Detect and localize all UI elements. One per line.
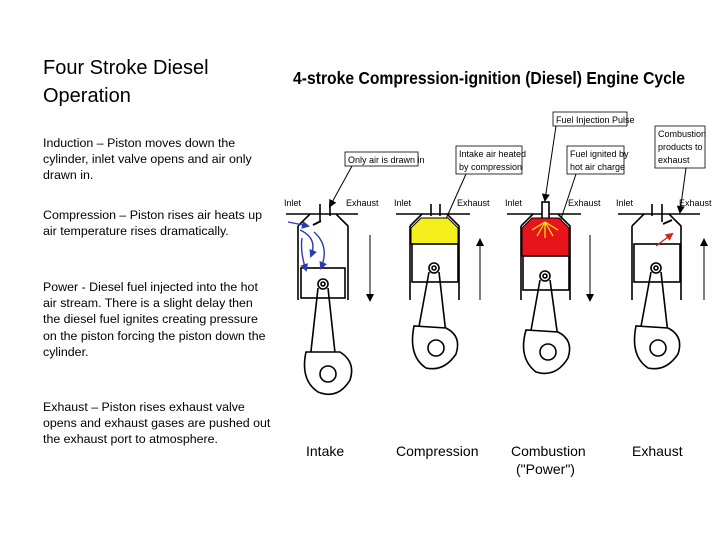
combustion-label-2: products to (658, 142, 703, 152)
stage-combustion-label: Combustion (511, 443, 586, 459)
intake-engine (286, 204, 358, 396)
combustion-engine (507, 201, 581, 375)
exhaust-label-1: Exhaust (346, 198, 379, 208)
only-air-arrow (329, 165, 353, 208)
exhaust-gas-arrow (655, 232, 674, 247)
inlet-label-3: Inlet (505, 198, 523, 208)
slide-title: Four Stroke Diesel Operation (43, 57, 209, 107)
compression-text: Compression – Piston rises air heats up … (43, 208, 263, 239)
exhaust-engine (618, 204, 700, 370)
intake-heated-label-1: Intake air heated (459, 149, 526, 159)
inlet-label-4: Inlet (616, 198, 634, 208)
combustion-products-callout (654, 125, 706, 169)
exhaust-text: Exhaust – Piston rises exhaust valve ope… (43, 400, 271, 447)
intake-heated-callout (455, 145, 523, 175)
fuel-ignited-callout (566, 145, 625, 175)
induction-text: Induction – Piston moves down the cylind… (43, 136, 252, 183)
power-text: Power - Diesel fuel injected into the ho… (43, 280, 266, 359)
stage-compression-label: Compression (396, 443, 478, 459)
fuel-ignited-arrow (556, 173, 577, 230)
combustion-label-3: exhaust (658, 155, 690, 165)
fuel-pulse-arrow (541, 125, 557, 202)
exhaust-label-3: Exhaust (568, 198, 601, 208)
diagram-title: 4-stroke Compression-ignition (Diesel) E… (293, 68, 685, 88)
stage-exhaust-label: Exhaust (632, 443, 683, 459)
intake-airflow-arrows (287, 220, 327, 272)
only-air-label: Only air is drawn in (348, 155, 425, 165)
combustion-products-arrow (676, 167, 687, 214)
fuel-pulse-label: Fuel Injection Pulse (556, 115, 635, 125)
exhaust-label-4: Exhaust (679, 198, 712, 208)
only-air-callout (344, 151, 419, 167)
compression-engine (396, 204, 470, 370)
fuel-spray (531, 221, 559, 238)
inlet-label-2: Inlet (394, 198, 412, 208)
stage-power-sublabel: ("Power") (516, 461, 575, 477)
fuel-pulse-callout (552, 111, 628, 127)
stage-intake-label: Intake (306, 443, 344, 459)
fuel-ignited-label-2: hot air charge (570, 162, 625, 172)
combustion-label-1: Combustion (658, 129, 706, 139)
intake-heated-label-2: by compression (459, 162, 522, 172)
inlet-label-1: Inlet (284, 198, 302, 208)
exhaust-label-2: Exhaust (457, 198, 490, 208)
fuel-ignited-label-1: Fuel ignited by (570, 149, 629, 159)
